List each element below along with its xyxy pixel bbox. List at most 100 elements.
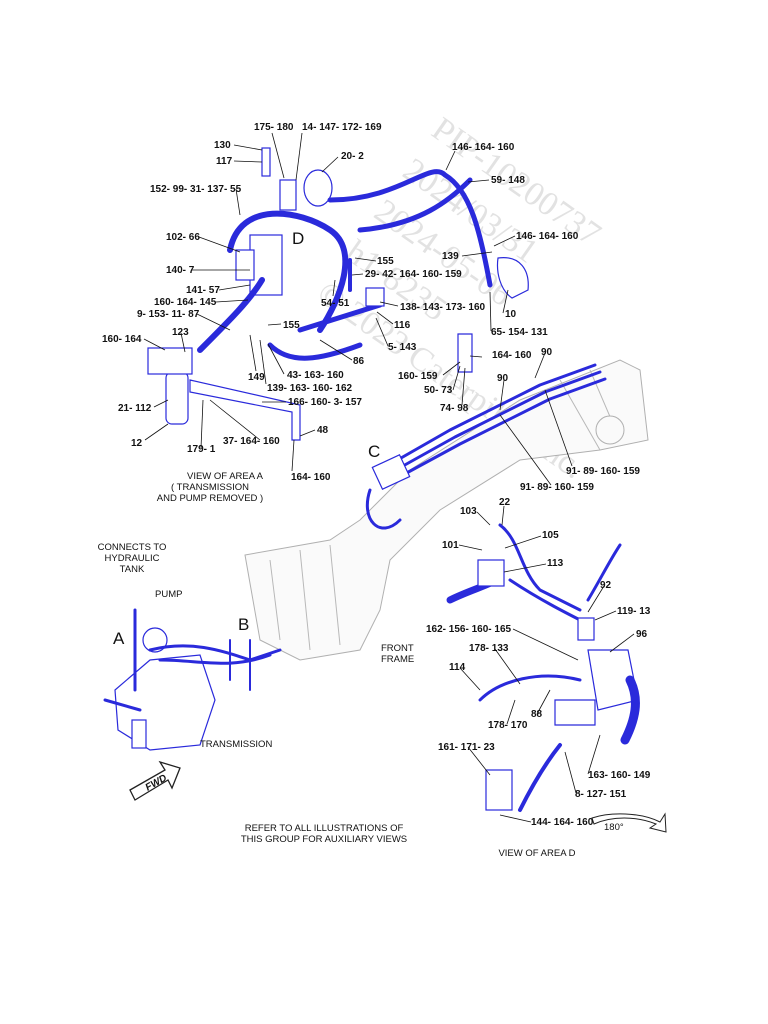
caption-line: ( TRANSMISSION <box>171 482 249 493</box>
callout-label: 91- 89- 160- 159 <box>520 482 594 493</box>
caption-line: AND PUMP REMOVED ) <box>157 493 263 504</box>
callout-label: 164- 160 <box>492 350 532 361</box>
callout-label: 10 <box>505 309 517 320</box>
fitting-block <box>477 559 505 587</box>
callout-label: 123 <box>172 327 189 338</box>
hose <box>327 169 493 288</box>
callout-label: 37- 164- 160 <box>223 436 280 447</box>
sensor <box>365 287 385 307</box>
callout-label: 149 <box>248 372 265 383</box>
caption-line: TANK <box>120 564 145 575</box>
callout-label: 65- 154- 131 <box>491 327 548 338</box>
callout-label: 146- 164- 160 <box>452 142 515 153</box>
callout-label: 9- 153- 11- 87 <box>137 309 200 320</box>
callout-label: 160- 164- 145 <box>154 297 217 308</box>
hose <box>227 210 349 333</box>
caption-line: CONNECTS TO <box>98 542 167 553</box>
hose <box>197 277 265 353</box>
hose <box>229 639 251 691</box>
valve-section <box>235 249 255 281</box>
pivot-boss <box>595 415 625 445</box>
caption-pump: PUMP <box>155 589 182 600</box>
connector <box>577 617 595 641</box>
view-area-d-illustration <box>446 523 667 833</box>
hose <box>518 743 562 812</box>
view-letter-c: C <box>368 442 380 461</box>
line-bundle <box>383 370 602 478</box>
caption-line: FRONT <box>381 643 414 654</box>
callout-label: 144- 164- 160 <box>531 817 594 828</box>
leader-lines <box>143 132 635 823</box>
hose-elbow <box>496 257 529 299</box>
callout-label: 103 <box>460 506 477 517</box>
caption-connects-tank: CONNECTS TO HYDRAULIC TANK <box>98 542 167 575</box>
callout-label: 74- 98 <box>440 403 469 414</box>
callout-label: 141- 57 <box>186 285 220 296</box>
callout-label: 59- 148 <box>491 175 525 186</box>
caption-refer-note: REFER TO ALL ILLUSTRATIONS OF THIS GROUP… <box>241 823 407 845</box>
caption-line: FRAME <box>381 654 414 665</box>
callout-label: 160- 159 <box>398 371 438 382</box>
callout-label: 48 <box>317 425 329 436</box>
callout-label: 139 <box>442 251 459 262</box>
caption-line: HYDRAULIC <box>105 553 160 564</box>
callout-label: 155 <box>283 320 300 331</box>
machine-frame <box>244 359 649 661</box>
callout-label: 22 <box>499 497 511 508</box>
filter-head <box>147 347 193 375</box>
hose <box>267 342 363 361</box>
callout-label: 178- 133 <box>469 643 509 654</box>
bracket-plate <box>485 769 513 811</box>
hose <box>620 675 640 745</box>
callout-label: 152- 99- 31- 137- 55 <box>150 184 242 195</box>
callout-label: 5- 143 <box>388 342 417 353</box>
view-letter-a: A <box>113 629 125 648</box>
hose <box>478 674 582 702</box>
callout-label: 92 <box>600 580 612 591</box>
callout-label: 102- 66 <box>166 232 200 243</box>
forward-arrow-icon: FWD <box>129 760 181 801</box>
fwd-label: FWD <box>144 773 169 794</box>
callout-label: 164- 160 <box>291 472 331 483</box>
callout-label: 20- 2 <box>341 151 364 162</box>
callout-label: 14- 147- 172- 169 <box>302 122 382 133</box>
mount-bracket <box>554 699 596 726</box>
clip-plate <box>457 333 473 373</box>
output-flange <box>131 719 147 749</box>
caption-transmission: TRANSMISSION <box>200 739 272 750</box>
callout-label: 96 <box>636 629 648 640</box>
valve-manifold <box>371 453 411 491</box>
callout-label: 130 <box>214 140 231 151</box>
callout-label: 50- 73 <box>424 385 453 396</box>
fitting-body <box>279 179 297 211</box>
mounting-bracket <box>189 379 301 441</box>
callout-label: 139- 163- 160- 162 <box>267 383 353 394</box>
callout-label: 140- 7 <box>166 265 195 276</box>
callout-label: 160- 164 <box>102 334 142 345</box>
callout-label: 119- 13 <box>617 606 651 617</box>
pressure-port <box>261 147 271 177</box>
frame-detail <box>269 369 621 651</box>
transmission-case <box>114 654 216 751</box>
pump-body <box>142 627 168 653</box>
callout-label: 12 <box>131 438 143 449</box>
hose <box>148 644 282 662</box>
transmission-assembly <box>103 608 282 751</box>
rotation-label: 180° <box>604 822 624 833</box>
callout-label: 86 <box>353 356 365 367</box>
callout-label: 146- 164- 160 <box>516 231 579 242</box>
caption-front-frame: FRONT FRAME <box>381 643 414 665</box>
hose <box>297 302 383 333</box>
callout-label: 101 <box>442 540 459 551</box>
callout-label: 175- 180 <box>254 122 294 133</box>
line-bundle <box>378 363 597 472</box>
hose <box>103 698 142 712</box>
caption-line: REFER TO ALL ILLUSTRATIONS OF <box>245 823 404 834</box>
callout-label: 178- 170 <box>488 720 528 731</box>
hose <box>498 523 582 612</box>
callout-label: 105 <box>542 530 559 541</box>
callout-label: 162- 156- 160- 165 <box>426 624 512 635</box>
caption-line: THIS GROUP FOR AUXILIARY VIEWS <box>241 834 407 845</box>
callout-label: 113 <box>547 558 564 569</box>
callout-label: 54- 51 <box>321 298 350 309</box>
